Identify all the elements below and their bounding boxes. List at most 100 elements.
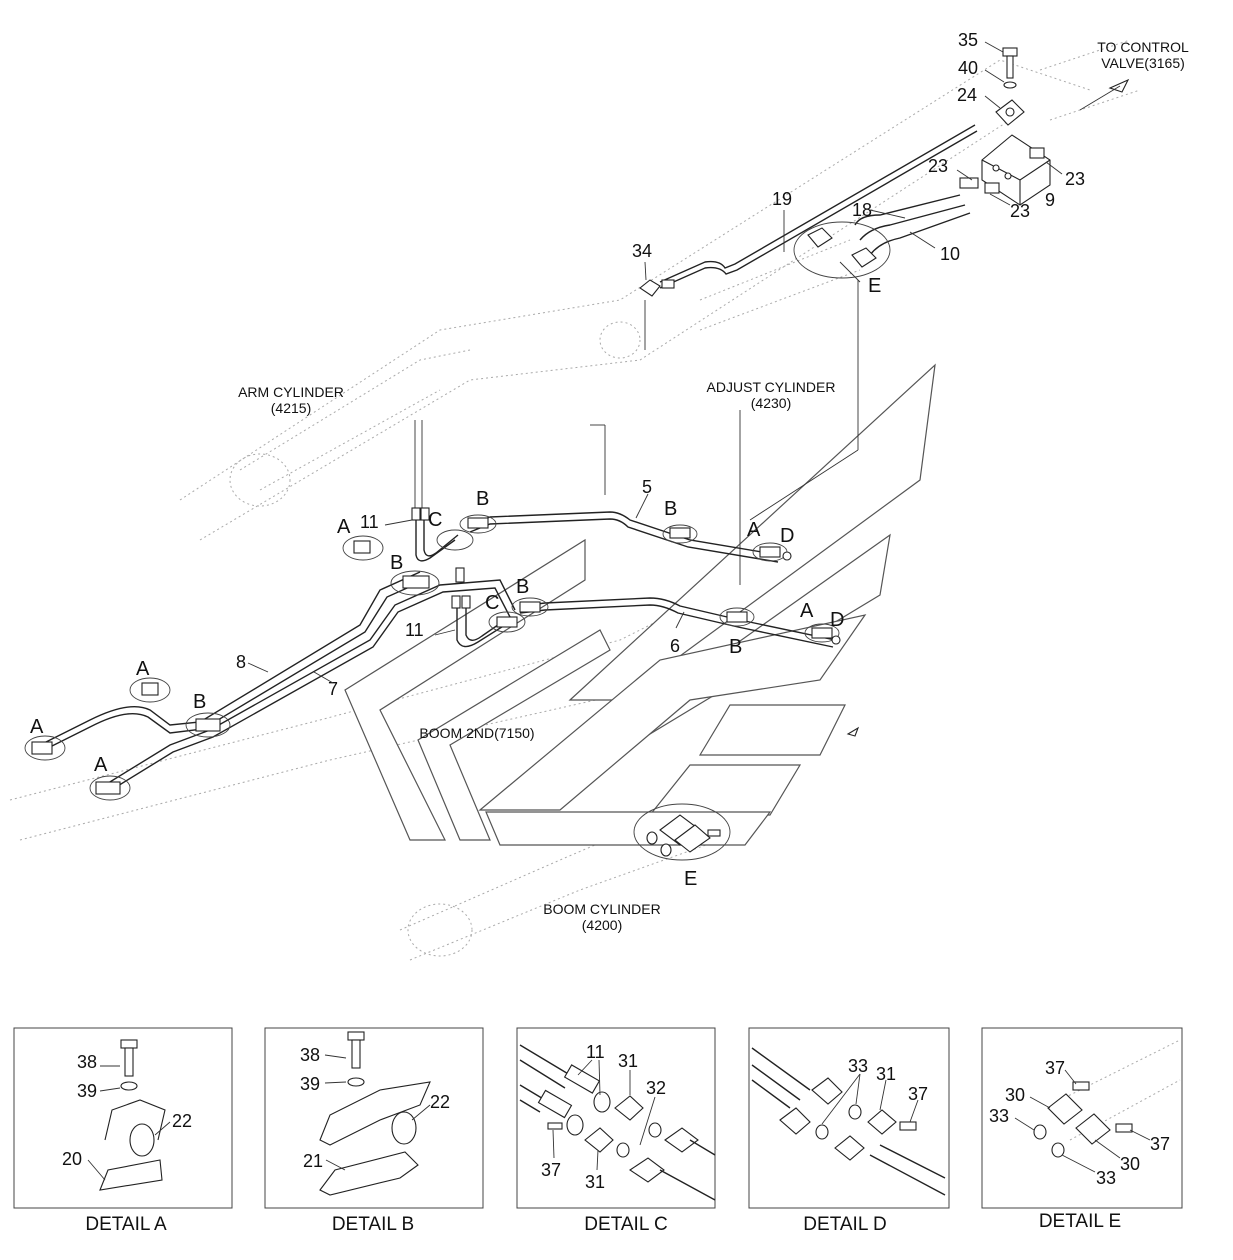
label-n6: 6 [670, 636, 680, 656]
detail-label-dc37: 37 [541, 1160, 561, 1180]
clamps [24, 507, 841, 801]
detail-label-db21: 21 [303, 1151, 323, 1171]
detail-label-da20: 20 [62, 1149, 82, 1169]
detail-caption-4: DETAIL D [803, 1214, 886, 1235]
label-b3: B [390, 552, 403, 574]
callout-to-control-valve: TO CONTROL VALVE(3165) [1097, 39, 1189, 71]
leader-lines [414, 280, 859, 585]
flange-e-bottom [633, 803, 731, 861]
label-n23a: 23 [928, 156, 948, 176]
detail-b-box [264, 1027, 484, 1209]
arm-cylinder-line2: (4215) [271, 400, 311, 416]
label-d2: D [830, 609, 844, 631]
detail-label-de30b: 30 [1120, 1154, 1140, 1174]
label-n8: 8 [236, 652, 246, 672]
detail-label-dc31b: 31 [585, 1172, 605, 1192]
callout-adjust-cylinder: ADJUST CYLINDER (4230) [707, 379, 836, 411]
label-n5: 5 [642, 477, 652, 497]
label-n23b: 23 [1065, 169, 1085, 189]
detail-caption-3: DETAIL C [584, 1214, 667, 1235]
detail-c-box [516, 1027, 716, 1209]
bracket-24 [995, 99, 1025, 126]
label-b6: B [193, 691, 206, 713]
callout-boom-cylinder: BOOM CYLINDER (4200) [543, 901, 660, 933]
label-n18: 18 [852, 200, 872, 220]
label-n40: 40 [958, 58, 978, 78]
boom-2nd-chevron [344, 363, 936, 846]
detail-caption-1: DETAIL A [85, 1214, 167, 1235]
detail-label-dd31: 31 [876, 1064, 896, 1084]
label-a4: A [136, 658, 150, 680]
fitting-34 [639, 279, 675, 297]
to-control-valve-line1: TO CONTROL [1097, 39, 1189, 55]
detail-label-de33b: 33 [1096, 1168, 1116, 1188]
detail-d-box [748, 1027, 950, 1209]
detail-label-da38: 38 [77, 1052, 97, 1072]
detail-label-da39: 39 [77, 1081, 97, 1101]
arm-cylinder-line1: ARM CYLINDER [238, 384, 344, 400]
boom-2nd-label: BOOM 2ND(7150) [419, 725, 534, 741]
detail-label-de37a: 37 [1045, 1058, 1065, 1078]
label-a5: A [30, 716, 44, 738]
detail-caption-2: DETAIL B [332, 1214, 414, 1235]
pipe-5 [469, 511, 781, 563]
adjust-cylinder-line1: ADJUST CYLINDER [707, 379, 836, 395]
adjust-cylinder-line2: (4230) [751, 395, 791, 411]
detail-label-db38: 38 [300, 1045, 320, 1065]
detail-label-dc11: 11 [586, 1042, 605, 1062]
label-a2: A [747, 519, 761, 541]
flange-e-top [807, 227, 877, 268]
detail-label-da22: 22 [172, 1111, 192, 1131]
boom-cylinder-line1: BOOM CYLINDER [543, 901, 660, 917]
label-n11a: 11 [360, 512, 379, 532]
label-e1: E [868, 275, 881, 297]
to-control-valve-line2: VALVE(3165) [1101, 55, 1185, 71]
pipe-6 [519, 597, 836, 648]
label-n9: 9 [1045, 190, 1055, 210]
label-c1: C [428, 509, 442, 531]
arrows [846, 78, 1130, 737]
pipe-11 [415, 520, 509, 648]
label-d1: D [780, 525, 794, 547]
bolt-35-washer-40 [1002, 47, 1018, 89]
label-n7: 7 [328, 679, 338, 699]
pipe-7-8 [39, 571, 516, 793]
detail-a-box [13, 1027, 233, 1209]
label-b5: B [729, 636, 742, 658]
label-e2: E [684, 868, 697, 890]
valve-block-9 [959, 134, 1051, 206]
detail-label-dc32: 32 [646, 1078, 666, 1098]
label-b4: B [516, 576, 529, 598]
label-a1: A [337, 516, 351, 538]
number-leaders [247, 41, 1063, 684]
detail-label-de37b: 37 [1150, 1134, 1170, 1154]
detail-label-de33a: 33 [989, 1106, 1009, 1126]
detail-label-dd33: 33 [848, 1056, 868, 1076]
boom-cylinder-line2: (4200) [582, 917, 622, 933]
label-n19: 19 [772, 189, 792, 209]
label-n24: 24 [957, 85, 977, 105]
pipe-19 [659, 124, 978, 289]
label-b1: B [476, 488, 489, 510]
label-a6: A [94, 754, 108, 776]
label-a3: A [800, 600, 814, 622]
detail-label-db22: 22 [430, 1092, 450, 1112]
detail-caption-5: DETAIL E [1039, 1211, 1121, 1232]
label-n11b: 11 [405, 620, 424, 640]
label-n34: 34 [632, 241, 652, 261]
detail-label-de30a: 30 [1005, 1085, 1025, 1105]
detail-label-dd37: 37 [908, 1084, 928, 1104]
detail-label-dc31a: 31 [618, 1051, 638, 1071]
callout-arm-cylinder: ARM CYLINDER (4215) [238, 384, 344, 416]
label-n10: 10 [940, 244, 960, 264]
label-c2: C [485, 592, 499, 614]
label-b2: B [664, 498, 677, 520]
label-n35: 35 [958, 30, 978, 50]
label-n23c: 23 [1010, 201, 1030, 221]
detail-label-db39: 39 [300, 1074, 320, 1094]
detail-e-top-ring [793, 221, 891, 279]
detail-e-box [981, 1027, 1183, 1209]
